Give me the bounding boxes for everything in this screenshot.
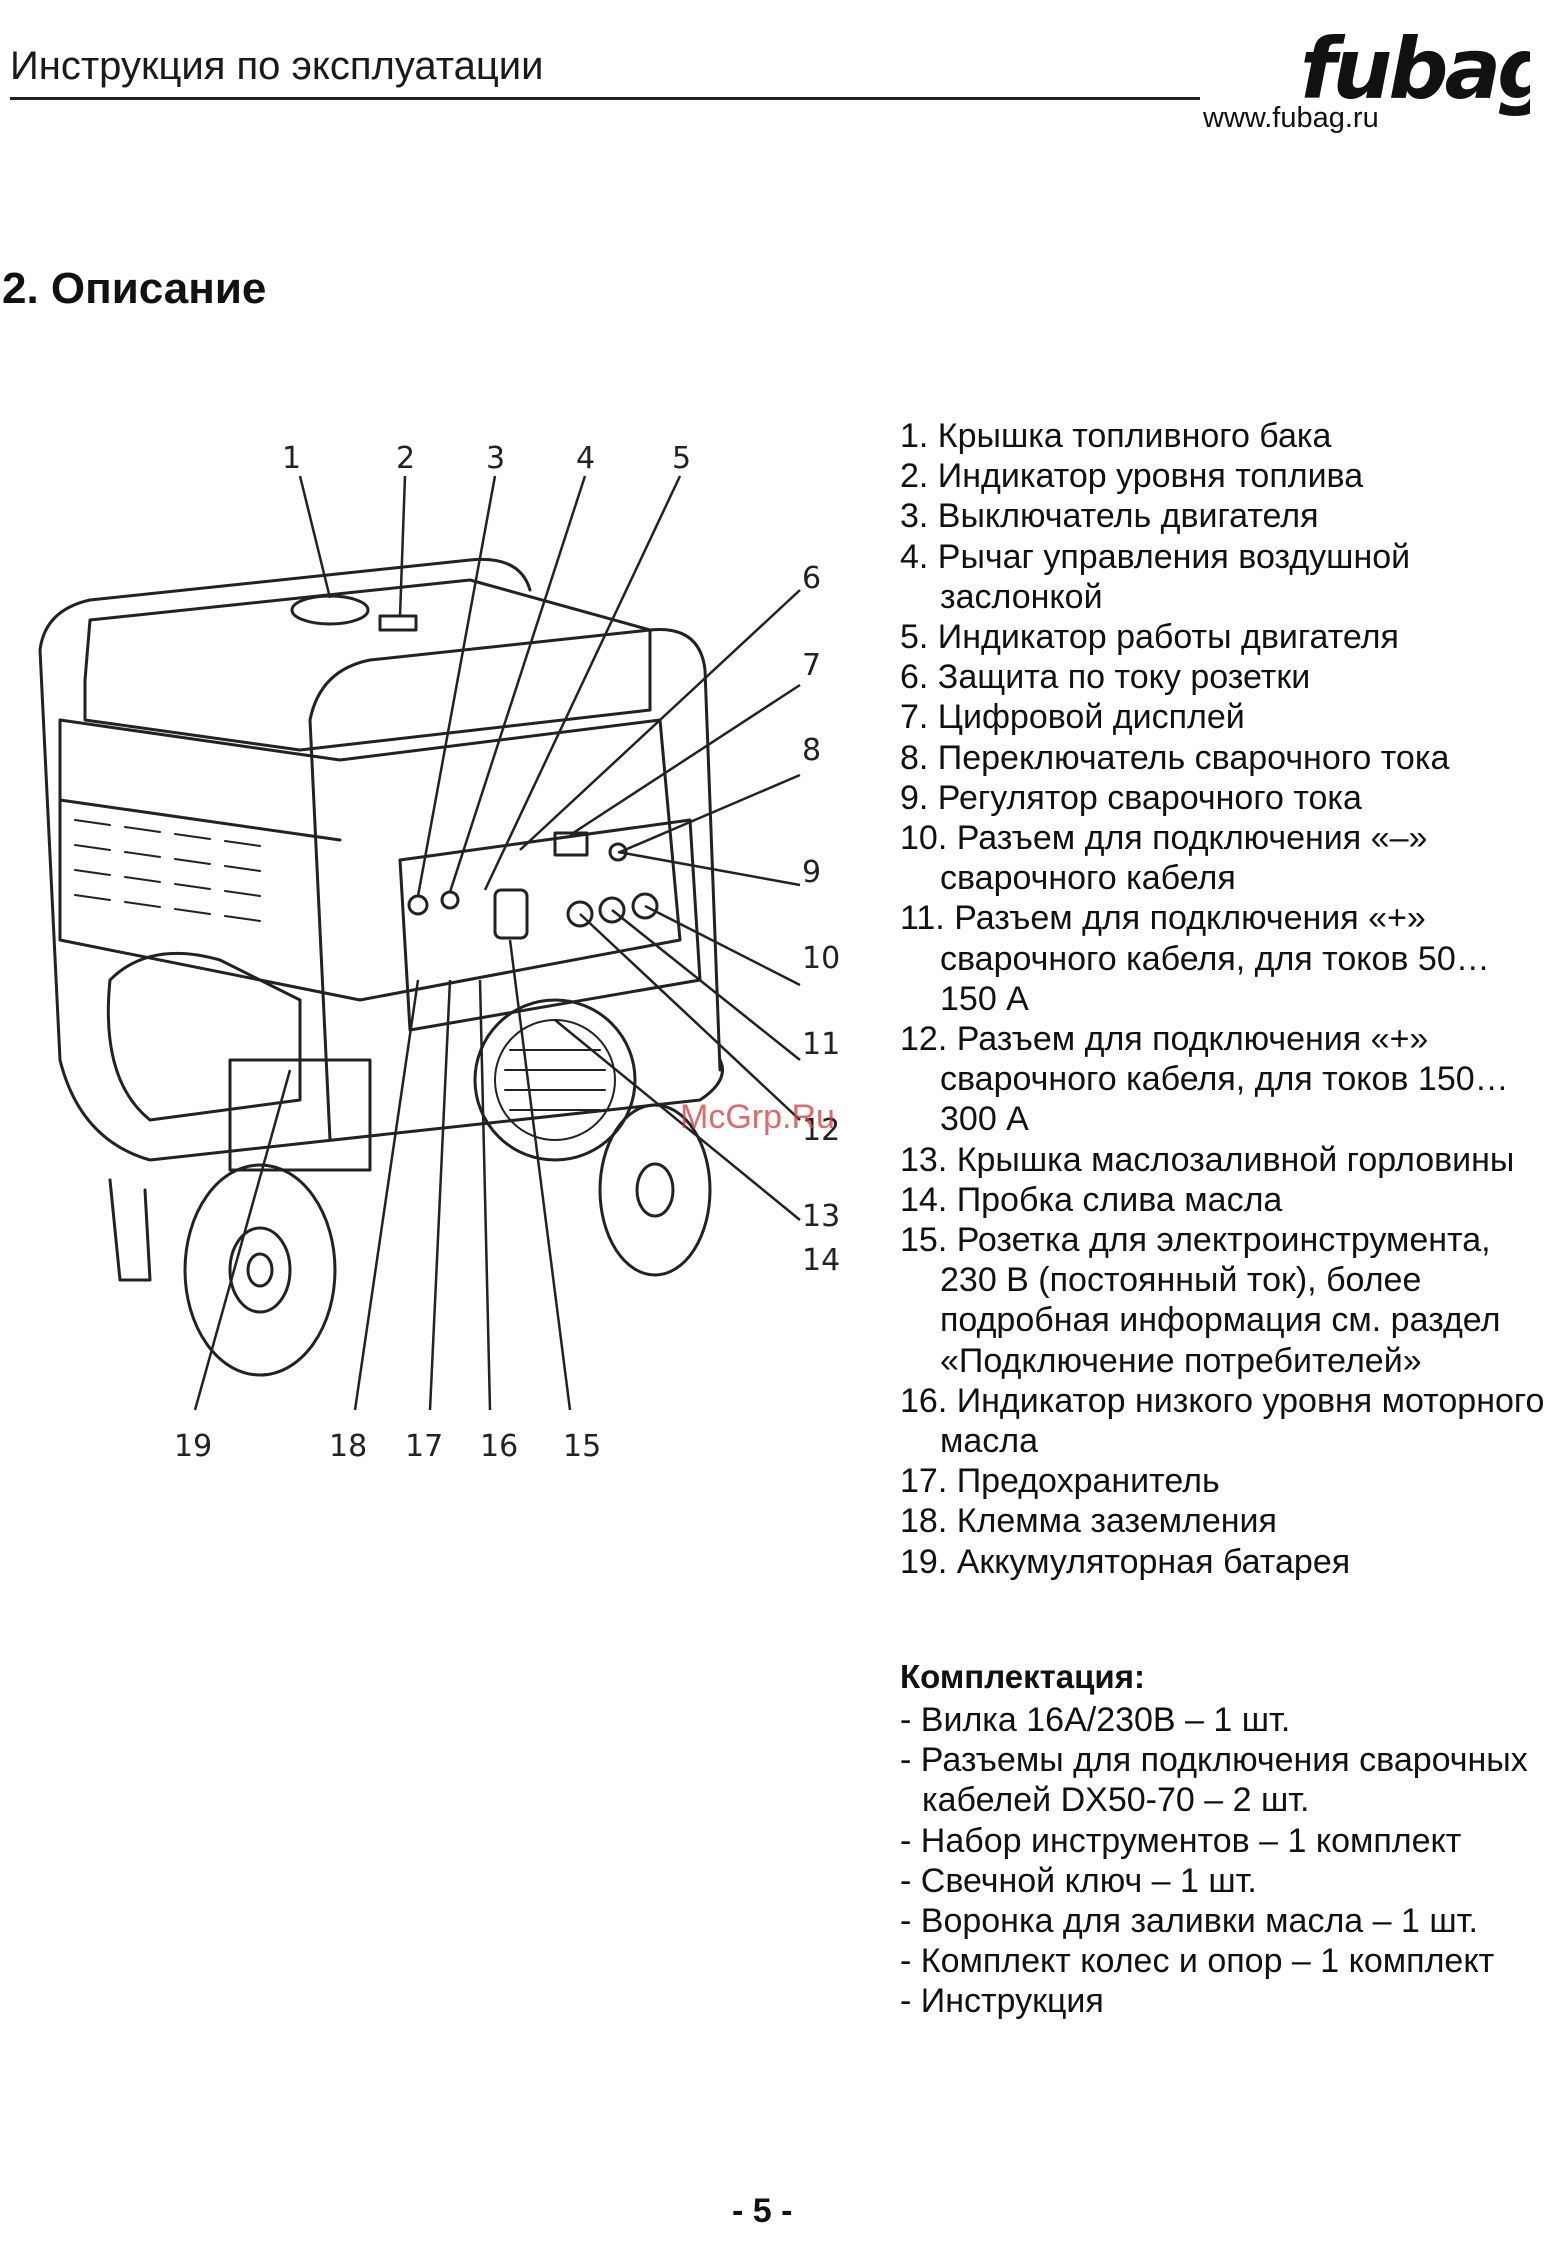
callout-13: 13 (802, 1199, 840, 1234)
generator-diagram: 1 2 3 4 5 6 7 8 9 10 11 12 13 14 15 16 1… (38, 441, 840, 1464)
list-item: 19. Аккумуляторная батарея (900, 1542, 1351, 1581)
list-item: 17. Предохранитель (900, 1462, 1220, 1501)
fubag-logo: fubag (1300, 20, 1530, 118)
list-item: 16. Индикатор низкого уровня моторного м… (900, 1381, 1545, 1461)
callout-9: 9 (802, 855, 821, 890)
control-panel (398, 818, 702, 1032)
callout-17: 17 (405, 1429, 443, 1464)
website-link[interactable]: www.fubag.ru (1203, 102, 1379, 134)
engine-block (106, 951, 302, 1122)
list-item: 1. Крышка топливного бака (900, 417, 1332, 455)
wheel-right (598, 1103, 712, 1277)
svg-text:fubag: fubag (1300, 20, 1530, 118)
list-item: 4. Рычаг управления воздушной заслонкой (900, 537, 1411, 616)
battery (228, 1058, 372, 1172)
callout-14: 14 (802, 1243, 840, 1278)
alternator-grille (504, 1049, 606, 1111)
callout-10: 10 (802, 941, 840, 976)
fuel-gauge (378, 614, 418, 632)
list-item: 11. Разъем для подключения «+» сварочног… (900, 899, 1490, 1018)
kit-title: Комплектация: (900, 1658, 1145, 1695)
frame-left-tube (38, 557, 532, 1062)
frame-base (58, 1058, 724, 1162)
vent-grille (74, 819, 261, 922)
fuel-cap (290, 594, 370, 626)
generator-housing (58, 718, 682, 1002)
welding-socket-2 (598, 896, 626, 924)
callout-16: 16 (480, 1429, 518, 1464)
engine-switch (407, 894, 429, 916)
list-item: - Комплект колес и опор – 1 комплект (900, 1942, 1495, 1981)
callout-15: 15 (563, 1429, 601, 1464)
callout-leaders (193, 475, 801, 1411)
callout-8: 8 (802, 733, 821, 768)
callout-11: 11 (802, 1027, 840, 1062)
outlet-socket (493, 888, 529, 940)
list-item: - Набор инструментов – 1 комплект (900, 1821, 1462, 1860)
callout-5: 5 (672, 441, 691, 476)
welding-socket-3 (631, 892, 659, 920)
page-number: - 5 - (732, 2192, 793, 2230)
watermark: McGrp.Ru (680, 1098, 835, 1136)
choke-lever (440, 890, 460, 910)
list-item: - Вилка 16А/230В – 1 шт. (900, 1701, 1291, 1739)
wheel-left (183, 1163, 337, 1377)
header-divider (10, 97, 1200, 100)
list-item: 14. Пробка слива масла (900, 1180, 1283, 1219)
callout-19: 19 (174, 1429, 212, 1464)
list-item: - Свечной ключ – 1 шт. (900, 1861, 1257, 1900)
welding-regulator (608, 842, 628, 862)
parts-list: 1. Крышка топливного бака 2. Индикатор у… (900, 416, 1545, 1582)
list-item: 13. Крышка маслозаливной горловины (900, 1140, 1515, 1179)
list-item: 5. Индикатор работы двигателя (900, 618, 1399, 657)
list-item: 12. Разъем для подключения «+» сварочног… (900, 1020, 1509, 1139)
list-item: 18. Клемма заземления (900, 1502, 1277, 1541)
list-item: 2. Индикатор уровня топлива (900, 457, 1364, 496)
list-item: 8. Переключатель сварочного тока (900, 738, 1450, 777)
section-title: 2. Описание (2, 264, 267, 313)
list-item: 3. Выключатель двигателя (900, 497, 1319, 536)
support-foot (108, 1178, 152, 1282)
callout-12: 12 (802, 1113, 840, 1148)
list-item: - Инструкция (900, 1982, 1104, 2021)
callout-4: 4 (576, 441, 595, 476)
document-title: Инструкция по эксплуатации (10, 44, 544, 88)
callout-2: 2 (396, 441, 415, 476)
callout-3: 3 (486, 441, 505, 476)
list-item: 9. Регулятор сварочного тока (900, 778, 1362, 817)
callout-18: 18 (329, 1429, 367, 1464)
list-item: 10. Разъем для подключения «–» сварочног… (900, 819, 1428, 898)
callout-1: 1 (282, 441, 301, 476)
list-item: 6. Защита по току розетки (900, 658, 1311, 697)
list-item: - Разъемы для подключения сварочных кабе… (900, 1741, 1528, 1820)
kit-list: - Вилка 16А/230В – 1 шт. - Разъемы для п… (900, 1700, 1545, 2022)
list-item: 15. Розетка для электроинструмента, 230 … (900, 1221, 1501, 1380)
list-item: 7. Цифровой дисплей (900, 698, 1245, 737)
callout-7: 7 (802, 648, 821, 683)
frame-right-tube (308, 628, 722, 1142)
alternator (473, 998, 637, 1162)
list-item: - Воронка для заливки масла – 1 шт. (900, 1902, 1478, 1941)
fuel-tank (83, 578, 652, 752)
welding-socket-1 (566, 900, 594, 928)
callout-6: 6 (802, 561, 821, 596)
